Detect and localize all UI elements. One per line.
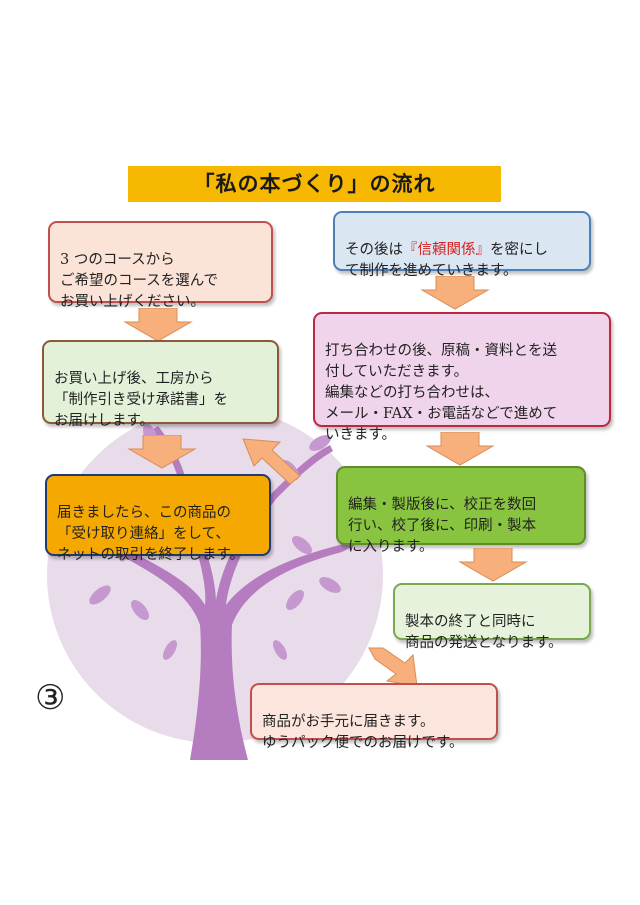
- step-1-text: 3 つのコースから ご希望のコースを選んで お買い上げください。: [60, 252, 219, 310]
- step-6-text: 編集・製版後に、校正を数回 行い、校了後に、印刷・製本 に入ります。: [348, 497, 537, 555]
- page-number: ③: [35, 678, 66, 718]
- step-box-4: その後は『信頼関係』を密にし て制作を進めていきます。: [333, 211, 591, 279]
- step-3-text: 届きましたら、この商品の 「受け取り連絡」をして、 ネットの取引を終了します。: [57, 505, 245, 563]
- step-box-3: 届きましたら、この商品の 「受け取り連絡」をして、 ネットの取引を終了します。: [45, 474, 271, 563]
- step-5-text: 打ち合わせの後、原稿・資料とを送 付していただきます。 編集などの打ち合わせは、…: [325, 343, 558, 443]
- arrow-down-icon: [420, 276, 490, 310]
- step-box-1: 3 つのコースから ご希望のコースを選んで お買い上げください。: [48, 221, 273, 310]
- step-box-6: 編集・製版後に、校正を数回 行い、校了後に、印刷・製本 に入ります。: [336, 466, 586, 555]
- step-2-text: お買い上げ後、工房から 「制作引き受け承諾書」を お届けします。: [54, 371, 228, 429]
- tree-trunk: [100, 483, 342, 760]
- step-4-highlight: 『信頼関係』: [403, 242, 490, 258]
- step-8-text: 商品がお手元に届きます。 ゆうパック便でのお届けです。: [262, 714, 464, 751]
- arrow-down-icon: [425, 432, 495, 466]
- step-7-text: 製本の終了と同時に 商品の発送となります。: [405, 614, 563, 651]
- step-4-text-after: を密にし て制作を進めていきます。: [345, 242, 548, 279]
- arrow-down-icon: [123, 308, 193, 342]
- arrow-up-left-icon: [242, 438, 301, 485]
- step-box-8: 商品がお手元に届きます。 ゆうパック便でのお届けです。: [250, 683, 498, 751]
- step-box-5: 打ち合わせの後、原稿・資料とを送 付していただきます。 編集などの打ち合わせは、…: [313, 312, 611, 443]
- step-box-7: 製本の終了と同時に 商品の発送となります。: [393, 583, 591, 651]
- step-4-text-before: その後は: [345, 242, 403, 258]
- arrow-down-icon: [458, 548, 528, 582]
- arrow-down-icon: [127, 435, 197, 469]
- page-title: 「私の本づくり」の流れ: [128, 166, 501, 202]
- step-box-2: お買い上げ後、工房から 「制作引き受け承諾書」を お届けします。: [42, 340, 279, 429]
